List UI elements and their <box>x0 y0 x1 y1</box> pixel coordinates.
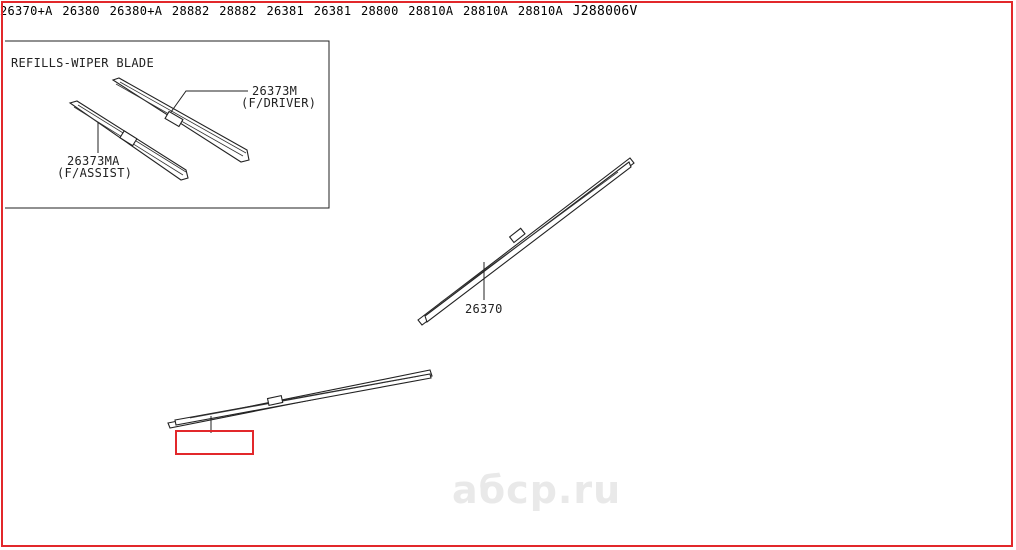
label-28882-top: 28882 <box>171 4 210 18</box>
diagram-code: J288006V <box>572 4 638 19</box>
label-f-assist: (F/ASSIST) <box>57 166 132 180</box>
watermark-logo: абср.ru <box>452 468 622 512</box>
inset-border <box>5 40 330 209</box>
label-26380: 26380 <box>62 4 100 18</box>
label-f-driver: (F/DRIVER) <box>241 96 316 110</box>
label-26381-top: 26381 <box>266 4 305 18</box>
wiper-blade-26370 <box>417 157 635 326</box>
label-26370A: 26370+A <box>0 4 53 18</box>
label-28810A-c: 28810A <box>517 4 563 18</box>
label-26370: 26370 <box>465 302 503 316</box>
label-28800: 28800 <box>360 4 399 18</box>
inset-title: REFILLS-WIPER BLADE <box>11 56 154 70</box>
leader-26373M <box>170 90 248 113</box>
label-28810A-a: 28810A <box>408 4 454 18</box>
label-26381-mid: 26381 <box>313 4 352 18</box>
refill-assist-drawing <box>68 100 189 181</box>
wiper-blade-26370A <box>167 369 433 433</box>
refill-driver-drawing <box>111 77 250 163</box>
label-26373M: 26373M <box>252 84 297 98</box>
refills-inset: REFILLS-WIPER BLADE 26373M (F/DRIVER) 26… <box>5 40 330 209</box>
label-26380A: 26380+A <box>109 4 163 18</box>
label-26373MA: 26373MA <box>67 154 120 168</box>
label-28882-mid: 28882 <box>219 4 257 18</box>
highlighted-part-26370A <box>175 430 254 455</box>
label-28810A-b: 28810A <box>463 4 509 18</box>
